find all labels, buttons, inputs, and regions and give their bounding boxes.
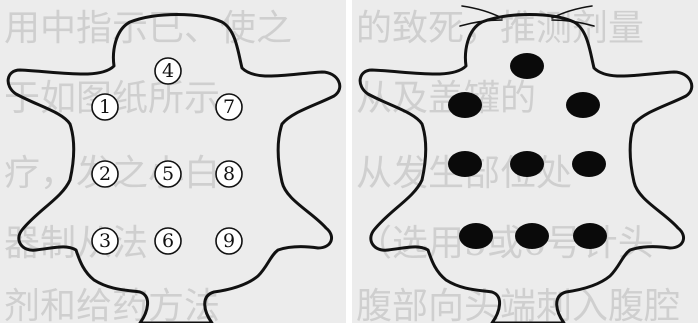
marked-site-dot xyxy=(573,223,607,249)
marked-site-dot xyxy=(459,223,493,249)
numbered-sites-drawing: 用中指示已、使之 于如图纸所示 疗，发之小白 器制从法 剂和给药方法 41725… xyxy=(0,0,346,323)
marked-site-dot xyxy=(572,151,606,177)
site-number: 3 xyxy=(99,230,111,252)
marked-site-dot xyxy=(515,223,549,249)
numbered-injection-sites-panel: 用中指示已、使之 于如图纸所示 疗，发之小白 器制从法 剂和给药方法 41725… xyxy=(0,0,346,323)
site-number: 4 xyxy=(162,60,174,82)
marked-site-dot xyxy=(510,53,544,79)
site-number: 8 xyxy=(223,163,235,185)
marked-site-dot xyxy=(566,92,600,118)
injection-site-5: 5 xyxy=(155,161,181,187)
injection-site-9: 9 xyxy=(216,228,242,254)
marked-sites-drawing: 的致死，推测剂量 从及盖罐的 从发生部位处 （选用5或6号针头 腹部向头端刺入腹… xyxy=(352,0,698,323)
injection-site-4: 4 xyxy=(155,58,181,84)
site-number: 9 xyxy=(223,230,235,252)
injection-site-1: 1 xyxy=(92,94,118,120)
marked-injection-sites-panel: 的致死，推测剂量 从及盖罐的 从发生部位处 （选用5或6号针头 腹部向头端刺入腹… xyxy=(352,0,698,323)
injection-site-6: 6 xyxy=(155,228,181,254)
injection-site-7: 7 xyxy=(216,94,242,120)
site-number: 6 xyxy=(162,230,174,252)
site-number: 2 xyxy=(99,163,111,185)
marked-site-dot xyxy=(448,92,482,118)
site-number: 7 xyxy=(223,96,235,118)
injection-site-2: 2 xyxy=(92,161,118,187)
site-number: 1 xyxy=(99,96,111,118)
marked-site-dot xyxy=(448,151,482,177)
injection-site-3: 3 xyxy=(92,228,118,254)
marked-site-dot xyxy=(510,151,544,177)
site-number: 5 xyxy=(162,163,174,185)
injection-site-8: 8 xyxy=(216,161,242,187)
